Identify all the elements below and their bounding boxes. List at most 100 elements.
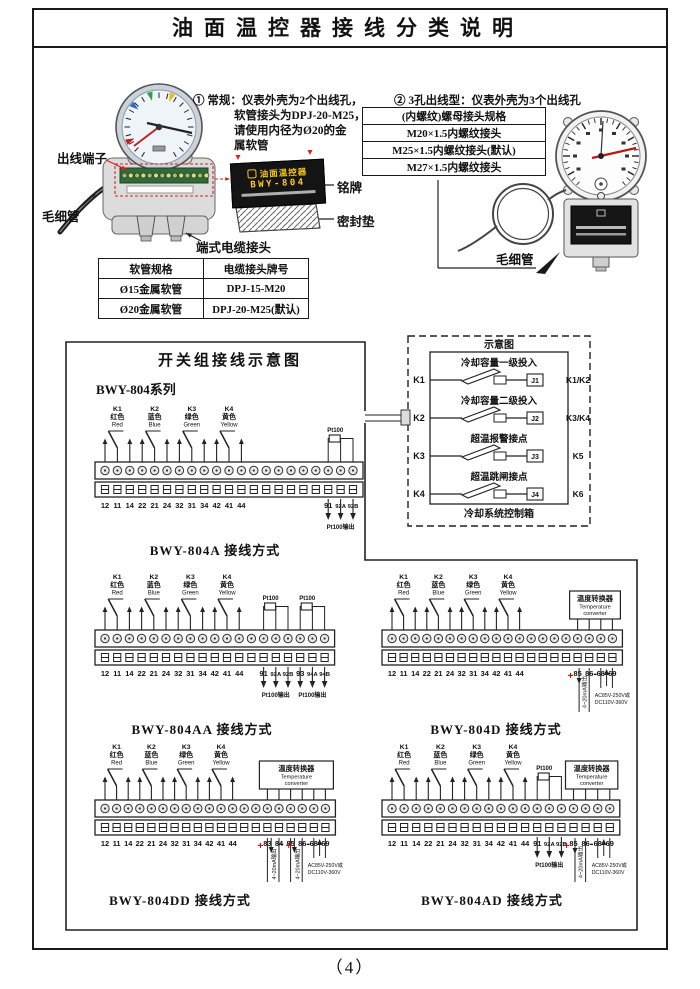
terminal-screw-dot: [152, 637, 155, 640]
switch-blade: [182, 430, 193, 449]
gauge-tick: [627, 170, 635, 176]
terminal-screw-dot: [153, 469, 156, 472]
down-arrow: [297, 681, 303, 688]
terminal-screw-dot: [327, 469, 330, 472]
terminal-number: 31: [188, 501, 196, 510]
gauge-numeral-mark: [625, 154, 629, 158]
terminal-number: 32: [174, 669, 182, 678]
terminal-screw-dot: [495, 637, 498, 640]
pt100-out-label: Pt100输出: [262, 691, 290, 699]
hose-table-cell: Ø15金属软管: [98, 278, 204, 299]
capillary-coil-inner: [496, 187, 550, 241]
setpoint-tag: [129, 101, 139, 110]
schematic-k-label: K4: [413, 489, 425, 499]
terminal-screw-dot: [402, 637, 405, 640]
switch-color-cn: 黄色: [214, 750, 228, 759]
switch-color-cn: 绿色: [179, 750, 193, 759]
switch-contact-arrow: [413, 776, 419, 782]
terminal-number: 42: [211, 669, 219, 678]
label-outlet-terminal: 出线端子: [57, 152, 108, 166]
terminal-number: 24: [162, 669, 171, 678]
power-label: DC110V-360V: [308, 870, 341, 876]
label-gasket: 密封垫: [337, 215, 375, 229]
down-arrow: [325, 513, 331, 520]
switch-id: K3: [186, 574, 195, 581]
switch-contact-arrow: [230, 776, 235, 782]
gauge-tick: [626, 177, 631, 181]
terminal-screw-dot: [448, 637, 452, 640]
terminal-screw-dot: [116, 469, 119, 472]
switch-color-en: Green: [182, 591, 199, 597]
label-nameplate: 铭牌: [337, 181, 363, 195]
switch-contact-arrow: [160, 776, 166, 782]
minus-sign: -: [306, 838, 310, 850]
gauge-tick: [615, 122, 621, 130]
terminal-number: 32: [457, 669, 465, 678]
terminal-screw-dot: [252, 469, 255, 472]
gauge-thin-needle: [600, 120, 604, 157]
terminal-screw-dot: [165, 469, 169, 472]
converter-label-cn: 温度转换器: [573, 764, 611, 773]
dial-tick: [125, 117, 132, 120]
pt100-lead: [263, 606, 265, 630]
switch-color-cn: 蓝色: [433, 750, 447, 759]
terminal-screw-dot: [103, 469, 107, 472]
down-arrow: [309, 681, 316, 688]
terminal-number: 21: [434, 669, 442, 678]
terminal-screw-dot: [265, 469, 268, 472]
power-label: DC110V-360V: [592, 870, 625, 876]
switch-color-cn: 黄色: [501, 580, 515, 589]
setpoint-tag: [125, 138, 135, 145]
gauge-tick: [565, 167, 570, 170]
switch-color-en: Green: [178, 761, 195, 767]
schematic-k-label: K3: [413, 451, 425, 461]
down-arrow: [546, 851, 553, 858]
thread-table-cell: M20×1.5内螺纹接头: [362, 124, 546, 142]
terminal-screw-dot: [277, 469, 280, 472]
switch-color-en: Red: [398, 591, 409, 597]
down-arrow: [268, 847, 274, 853]
gauge-tick: [627, 136, 635, 142]
terminal-number: 24: [163, 501, 172, 510]
switch-color-cn: 蓝色: [144, 750, 158, 759]
terminal-screw-dot: [414, 637, 417, 640]
schematic-out-label: K1/K2: [566, 375, 590, 385]
terminal-number: 12: [101, 839, 109, 848]
disconnect-blade: [460, 406, 502, 423]
terminal-screw-dot: [588, 637, 591, 640]
switch-id: K1: [400, 744, 409, 751]
terminal-number: 14: [126, 501, 135, 510]
switch-contact-arrow: [212, 606, 218, 612]
switch-contact-arrow: [137, 776, 143, 782]
terminal-number: 31: [182, 839, 190, 848]
switch-contact-arrow: [125, 776, 131, 782]
switch-blade: [463, 598, 474, 617]
gauge-tick: [622, 126, 626, 131]
terminal-screw-dot: [518, 637, 521, 640]
terminal-screw-dot: [215, 469, 218, 472]
schematic-row-label: 冷却容量一级投入: [461, 357, 538, 369]
gland-callout-arrow-head: [186, 233, 192, 238]
device-illustration: [57, 83, 334, 242]
terminal-screw-dot: [250, 637, 253, 640]
dial-red-pointer: [133, 126, 160, 147]
terminal-screw-dot: [141, 469, 144, 472]
terminal-screw-small: [159, 172, 166, 179]
down-arrow: [572, 848, 578, 854]
terminal-number: 11: [113, 669, 121, 678]
relay-box: [526, 449, 544, 463]
terminal-screw-dot: [115, 807, 118, 810]
terminal-screw-small: [172, 172, 178, 179]
terminal-screw-small: [146, 172, 153, 179]
switch-contact-arrow: [175, 606, 181, 612]
switch-color-en: Yellow: [212, 761, 230, 767]
gauge-tick: [606, 118, 609, 124]
thread-table-cell: M27×1.5内螺纹接头: [362, 158, 546, 176]
terminal-screw-small: [178, 172, 185, 179]
switch-color-en: Blue: [432, 591, 445, 597]
terminal-number: 32: [460, 839, 468, 848]
gauge-numeral-mark: [573, 154, 577, 158]
terminal-number: 44: [515, 669, 524, 678]
schematic-out-label: K3/K4: [566, 413, 590, 423]
